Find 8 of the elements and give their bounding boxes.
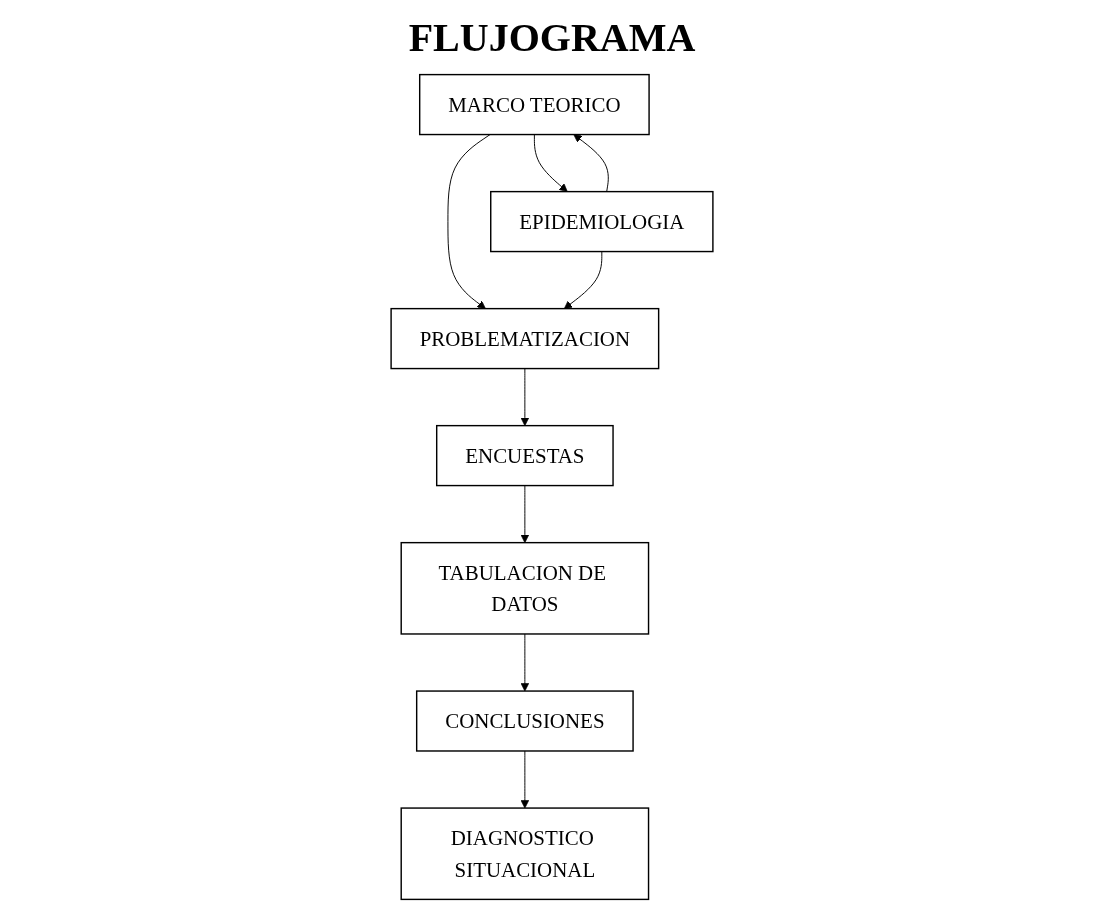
node-box: TABULACION DE DATOS (400, 541, 650, 635)
node-box: DIAGNOSTICO SITUACIONAL (400, 807, 650, 901)
node-box: ENCUESTAS (436, 424, 614, 487)
diagram-title: FLUJOGRAMA (407, 14, 697, 61)
node-box: CONCLUSIONES (415, 690, 634, 752)
node-box: EPIDEMIOLOGIA (490, 190, 714, 253)
node-box: MARCO TEORICO (419, 73, 650, 136)
node-box: PROBLEMATIZACION (390, 307, 660, 370)
